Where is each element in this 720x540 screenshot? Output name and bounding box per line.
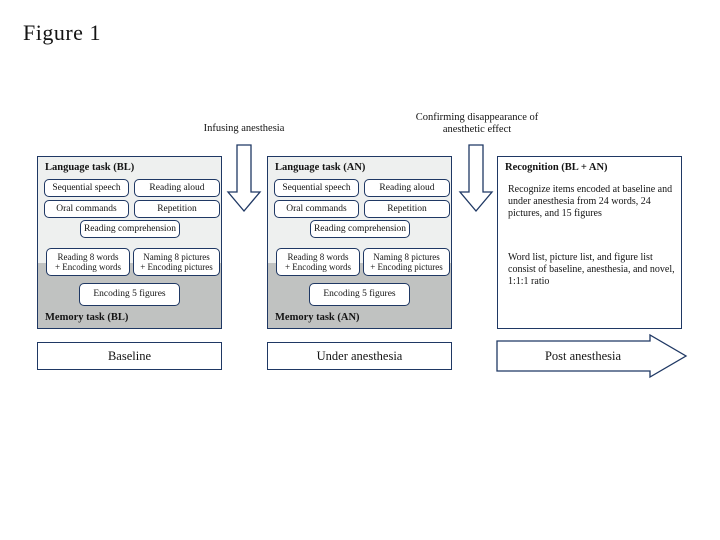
recognition-header: Recognition (BL + AN) <box>505 162 608 173</box>
task-box-encoding-figures: Encoding 5 figures <box>79 283 180 306</box>
task-box-encoding-pictures: Naming 8 pictures + Encoding pictures <box>363 248 450 276</box>
language-task-header: Language task (BL) <box>45 162 135 173</box>
encoding-words-line1: Reading 8 words <box>287 251 349 262</box>
task-box-encoding-words: Reading 8 words + Encoding words <box>46 248 130 276</box>
task-box-encoding-words: Reading 8 words + Encoding words <box>276 248 360 276</box>
task-box-encoding-figures: Encoding 5 figures <box>309 283 410 306</box>
task-panel-baseline: Language task (BL) Sequential speech Rea… <box>37 156 222 329</box>
figure-title: Figure 1 <box>23 20 101 45</box>
task-box-repetition: Repetition <box>134 200 220 218</box>
timeline-baseline-label: Baseline <box>107 348 152 363</box>
down-arrow-confirming-icon <box>458 144 494 213</box>
task-box-reading-aloud: Reading aloud <box>134 179 220 197</box>
recognition-paragraph-2: Word list, picture list, and figure list… <box>508 252 675 287</box>
confirming-anesthetic-label: Confirming disappearance of anesthetic e… <box>397 112 557 136</box>
confirming-label-line1: Confirming disappearance of <box>415 112 539 123</box>
encoding-pictures-line2: + Encoding pictures <box>370 262 443 272</box>
timeline-under-anesthesia-label: Under anesthesia <box>316 348 403 363</box>
timeline-baseline-box: Baseline <box>37 342 222 370</box>
timeline-post-anesthesia-label: Post anesthesia <box>544 348 622 363</box>
task-box-reading-comprehension: Reading comprehension <box>310 220 410 238</box>
recognition-panel: Recognition (BL + AN) Recognize items en… <box>497 156 682 329</box>
task-box-repetition: Repetition <box>364 200 450 218</box>
encoding-pictures-line1: Naming 8 pictures <box>373 251 440 262</box>
memory-task-header: Memory task (BL) <box>45 312 129 323</box>
task-box-oral-commands: Oral commands <box>274 200 359 218</box>
memory-task-header: Memory task (AN) <box>275 312 360 323</box>
task-box-sequential-speech: Sequential speech <box>274 179 359 197</box>
timeline-under-anesthesia-box: Under anesthesia <box>267 342 452 370</box>
task-box-sequential-speech: Sequential speech <box>44 179 129 197</box>
encoding-pictures-line2: + Encoding pictures <box>140 262 213 272</box>
task-box-reading-comprehension: Reading comprehension <box>80 220 180 238</box>
task-panel-anesthesia: Language task (AN) Sequential speech Rea… <box>267 156 452 329</box>
down-arrow-infusing-icon <box>226 144 262 213</box>
encoding-words-line2: + Encoding words <box>284 262 352 272</box>
task-box-oral-commands: Oral commands <box>44 200 129 218</box>
timeline-post-anesthesia-box: Post anesthesia <box>497 342 669 370</box>
task-box-encoding-pictures: Naming 8 pictures + Encoding pictures <box>133 248 220 276</box>
confirming-label-line2: anesthetic effect <box>442 124 512 135</box>
language-task-header: Language task (AN) <box>275 162 366 173</box>
encoding-words-line2: + Encoding words <box>54 262 122 272</box>
encoding-words-line1: Reading 8 words <box>57 251 119 262</box>
recognition-paragraph-1: Recognize items encoded at baseline and … <box>508 184 673 219</box>
infusing-anesthesia-label: Infusing anesthesia <box>203 123 285 134</box>
encoding-pictures-line1: Naming 8 pictures <box>143 251 210 262</box>
task-box-reading-aloud: Reading aloud <box>364 179 450 197</box>
